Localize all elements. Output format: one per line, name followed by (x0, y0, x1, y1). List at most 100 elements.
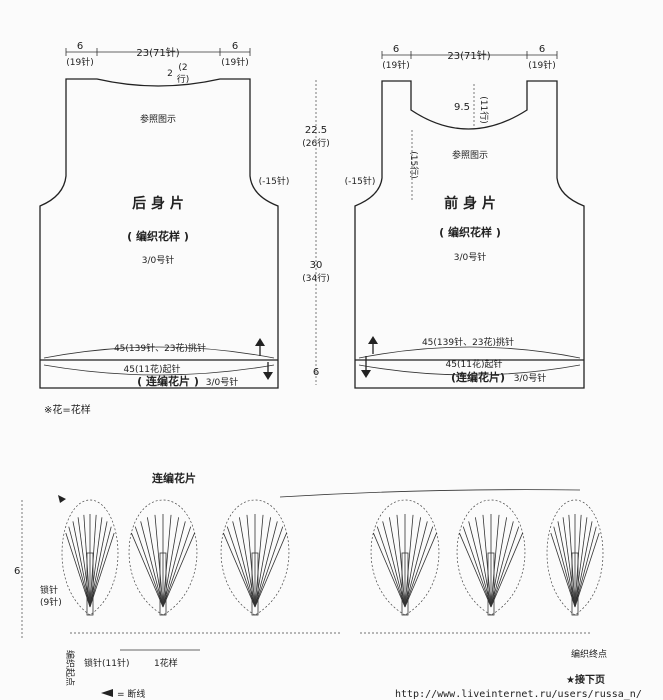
scallop-stitch (140, 521, 164, 608)
back-hem-pickup: 45(139针、23花)挑针 (114, 342, 206, 354)
scallop-stitch (490, 532, 523, 608)
mid-band: 6 (313, 367, 319, 378)
front-hem-pickup: 45(139针、23花)挑针 (422, 336, 514, 348)
back-shoulder-right: 6 (232, 41, 238, 52)
footnote: ※花=花样 (44, 403, 91, 416)
start-marker (58, 495, 66, 503)
chain-stem (401, 552, 409, 616)
scallop-stitch (89, 526, 112, 608)
scallop-stitch (89, 517, 103, 608)
stitch-chart: 连编花片 6 锁针 (9针) 编织起点 锁针(11针) 1花样 编织终点 = 断… (14, 471, 607, 700)
front-hook: 3/0号针 (454, 251, 487, 263)
scallop-stitch (146, 517, 164, 608)
scallop-stitch (459, 532, 492, 608)
back-hem-pickup-arc (43, 346, 275, 359)
scallop-stitch (482, 514, 492, 608)
scallop-outline (546, 499, 604, 616)
back-hem-hook: 3/0号针 (206, 376, 239, 388)
back-title: 后 身 片 (132, 195, 184, 212)
mid-upper: 22.5 (305, 125, 327, 136)
scallop-stitch (254, 526, 284, 608)
back-direction-arrows (255, 338, 273, 380)
scallop-stitch (162, 514, 172, 608)
scallop-stitch (550, 532, 576, 608)
scallop-stitch (388, 517, 406, 608)
scallop-stitch (162, 521, 186, 608)
back-neck-depth-a: 2 (167, 69, 173, 79)
front-pattern: ( 编织花样 ) (439, 225, 501, 239)
chain-bottom-label: 锁针(11针) (84, 657, 129, 669)
scallop-stitch (134, 526, 164, 608)
scallop-stitch (574, 532, 600, 608)
scallop-stitch (254, 517, 272, 608)
scallop-stitch (462, 526, 492, 608)
scallop-stitch (226, 526, 256, 608)
back-hem-title: ( 连编花片 ) (137, 374, 199, 388)
front-neck-width: 23(71针) (447, 49, 490, 62)
scallop-stitch (468, 521, 492, 608)
back-hem-cast: 45(11花)起针 (124, 363, 181, 375)
scallop-stitch (162, 526, 192, 608)
scallop-stitch (373, 532, 406, 608)
scallop-stitch (553, 526, 576, 608)
chart-height: 6 (14, 566, 20, 577)
scallop-stitch (238, 517, 256, 608)
front-shoulder-right-sts: (19针) (528, 59, 555, 71)
front-neck-rows: (11行) (478, 96, 490, 123)
mid-upper-rows: (26行) (302, 137, 329, 149)
scallop-motifs (61, 499, 604, 616)
front-hem-title: (连编花片) (451, 370, 505, 384)
scallop-stitch (404, 514, 414, 608)
mid-lower-rows: (34行) (302, 272, 329, 284)
chain-stem (251, 552, 259, 616)
back-neck-width: 23(71针) (136, 46, 179, 59)
scallop-stitch (382, 521, 406, 608)
back-hem-cast-arc (43, 364, 275, 376)
back-piece: 6 (19针) 23(71针) 6 (19针) 2 (2 行) 参照图示 (-1… (39, 41, 289, 389)
continue-note: ★接下页 (566, 673, 605, 686)
front-neck-depth: 9.5 (454, 102, 470, 113)
back-shoulder-left: 6 (77, 41, 83, 52)
chain-side-count: (9针) (40, 596, 62, 608)
source-url: http://www.liveinternet.ru/users/russa_n… (395, 689, 642, 700)
cut-label: = 断线 (117, 688, 145, 700)
scallop-stitch (68, 526, 91, 608)
front-shoulder-right: 6 (539, 44, 545, 55)
scallop-stitch (254, 521, 278, 608)
scallop-stitch (254, 532, 287, 608)
start-label: 编织起点 (64, 650, 76, 686)
front-shoulder-left-sts: (19针) (382, 59, 409, 71)
back-neck-depth-c: 行) (177, 73, 190, 85)
scallop-stitch (396, 514, 406, 608)
back-shoulder-left-sts: (19针) (66, 56, 93, 68)
scallop-stitch (404, 521, 428, 608)
back-hook: 3/0号针 (142, 254, 175, 266)
back-piece-outline (39, 78, 279, 389)
front-ref-note: 参照图示 (452, 149, 488, 161)
scallop-stitch (162, 517, 180, 608)
chain-stem (159, 552, 167, 616)
scallop-stitch (154, 514, 164, 608)
scallop-stitch (131, 532, 164, 608)
scallop-stitch (77, 517, 91, 608)
scallop-stitch (490, 517, 508, 608)
scallop-stitch (162, 532, 195, 608)
front-direction-arrows (361, 336, 378, 378)
scallop-stitch (474, 517, 492, 608)
scallop-stitch (404, 526, 434, 608)
front-armhole-rows: (15行) (408, 151, 420, 178)
end-label: 编织终点 (571, 648, 607, 660)
scallop-stitch (246, 514, 256, 608)
front-piece-outline (354, 80, 585, 389)
scallop-stitch (376, 526, 406, 608)
scallop-stitch (232, 521, 256, 608)
scallop-stitch (490, 526, 520, 608)
scallop-stitch (254, 514, 264, 608)
chain-stem (86, 552, 94, 616)
scallop-stitch (574, 517, 588, 608)
back-pattern: ( 编织花样 ) (127, 229, 189, 243)
front-shoulder-left: 6 (393, 44, 399, 55)
repeat-label: 1花样 (154, 657, 178, 669)
scallop-stitch (65, 532, 91, 608)
